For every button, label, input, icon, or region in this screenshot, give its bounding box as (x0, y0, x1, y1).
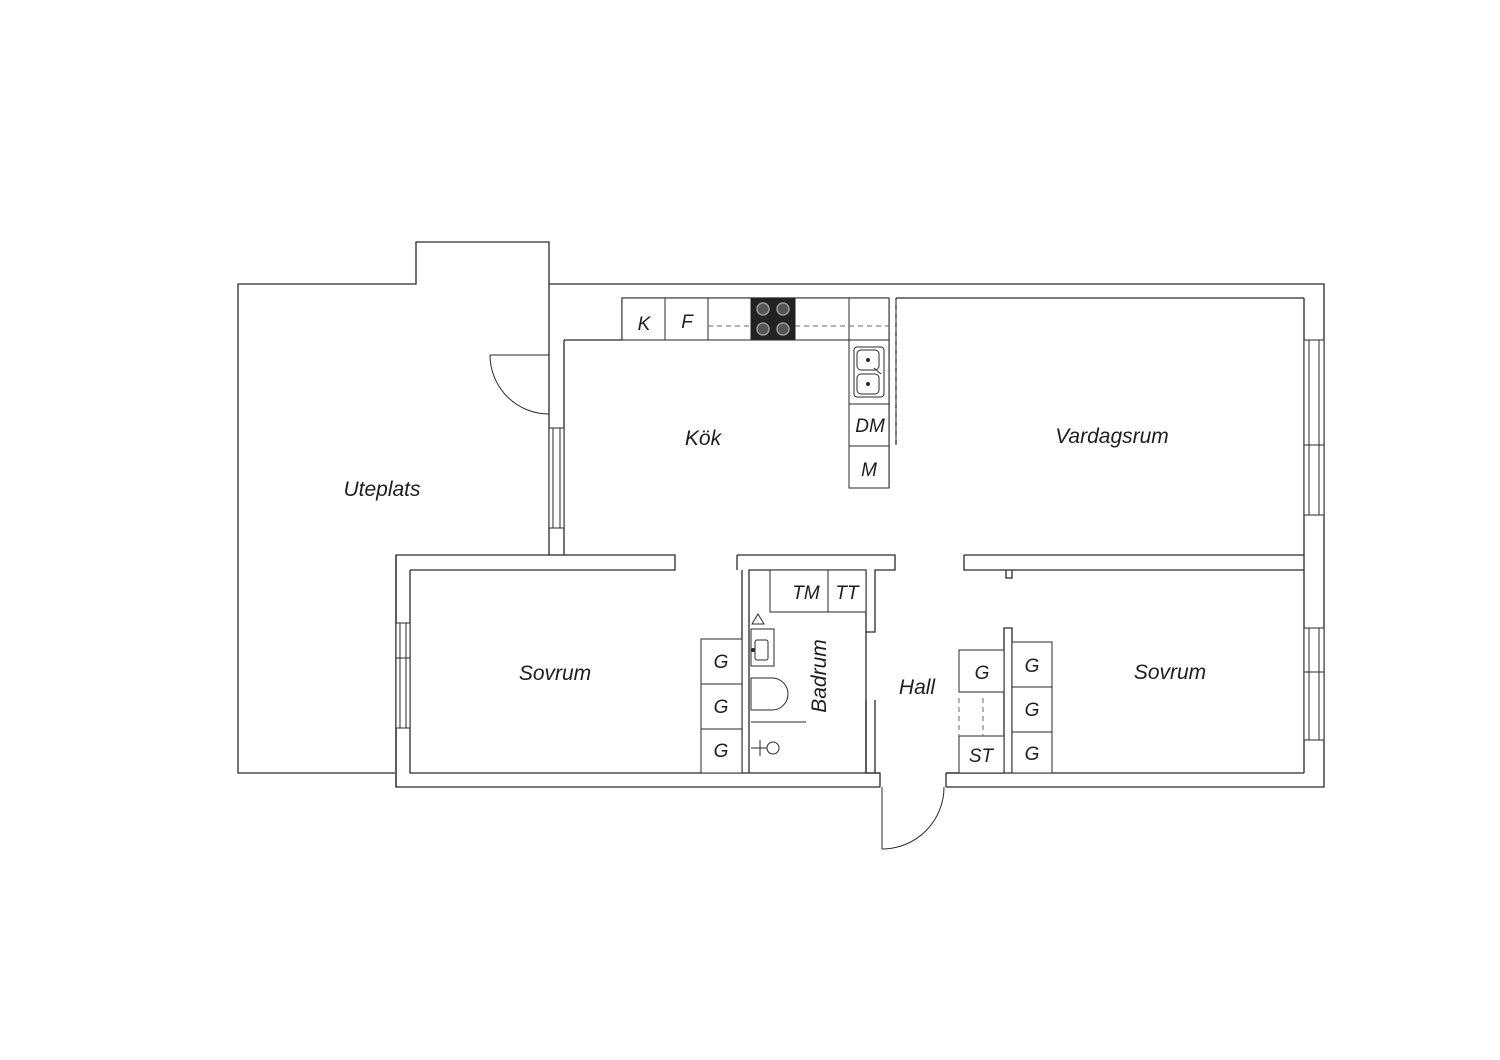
room-label-sovrum-left: Sovrum (519, 662, 591, 685)
room-label-uteplats: Uteplats (343, 478, 421, 501)
entrance-door (881, 786, 945, 850)
label-diskmaskin: DM (855, 416, 885, 437)
window-bedroom-right (1303, 627, 1325, 741)
room-label-sovrum-right: Sovrum (1134, 661, 1206, 684)
label-garderob-hall: G (975, 663, 990, 684)
room-label-hall: Hall (899, 676, 937, 699)
window-living-room (1303, 339, 1325, 516)
kitchen-counter-side (848, 339, 890, 489)
room-label-kok: Kök (685, 427, 723, 450)
window-kitchen-left (548, 427, 565, 529)
shower-icon (751, 721, 806, 756)
stove-icon (750, 297, 796, 341)
label-garderob-right-2: G (1025, 700, 1040, 721)
living-room-walls (896, 297, 1304, 579)
bathroom-walls (736, 554, 896, 773)
label-frys: F (681, 312, 694, 333)
laundry-units (769, 569, 867, 613)
kitchen-living-divider (888, 298, 897, 488)
room-label-badrum: Badrum (808, 639, 831, 713)
toilet-icon (750, 677, 789, 711)
label-tvattmaskin: TM (792, 583, 820, 604)
wardrobes-left (700, 638, 743, 774)
terrace-door (489, 354, 550, 415)
label-garderob-right-3: G (1025, 744, 1040, 765)
label-stad: ST (969, 746, 995, 767)
room-label-vardagsrum: Vardagsrum (1055, 425, 1169, 448)
label-garderob-left-3: G (714, 741, 729, 762)
label-kyl: K (638, 314, 652, 335)
kitchen-bedroom-wall (410, 554, 676, 571)
hall-walls (865, 627, 1013, 787)
sink-icon (853, 346, 885, 398)
label-garderob-left-1: G (714, 652, 729, 673)
kitchen-counter (621, 297, 890, 341)
washbasin-icon (750, 613, 775, 667)
terrace-outline (237, 241, 550, 787)
window-bedroom-left (395, 622, 411, 729)
label-mikro: M (861, 460, 877, 481)
wardrobes-right (1011, 641, 1053, 774)
label-garderob-left-2: G (714, 697, 729, 718)
label-garderob-right-1: G (1025, 656, 1040, 677)
label-torktumlare: TT (835, 583, 860, 604)
hall-closets (958, 649, 1005, 774)
